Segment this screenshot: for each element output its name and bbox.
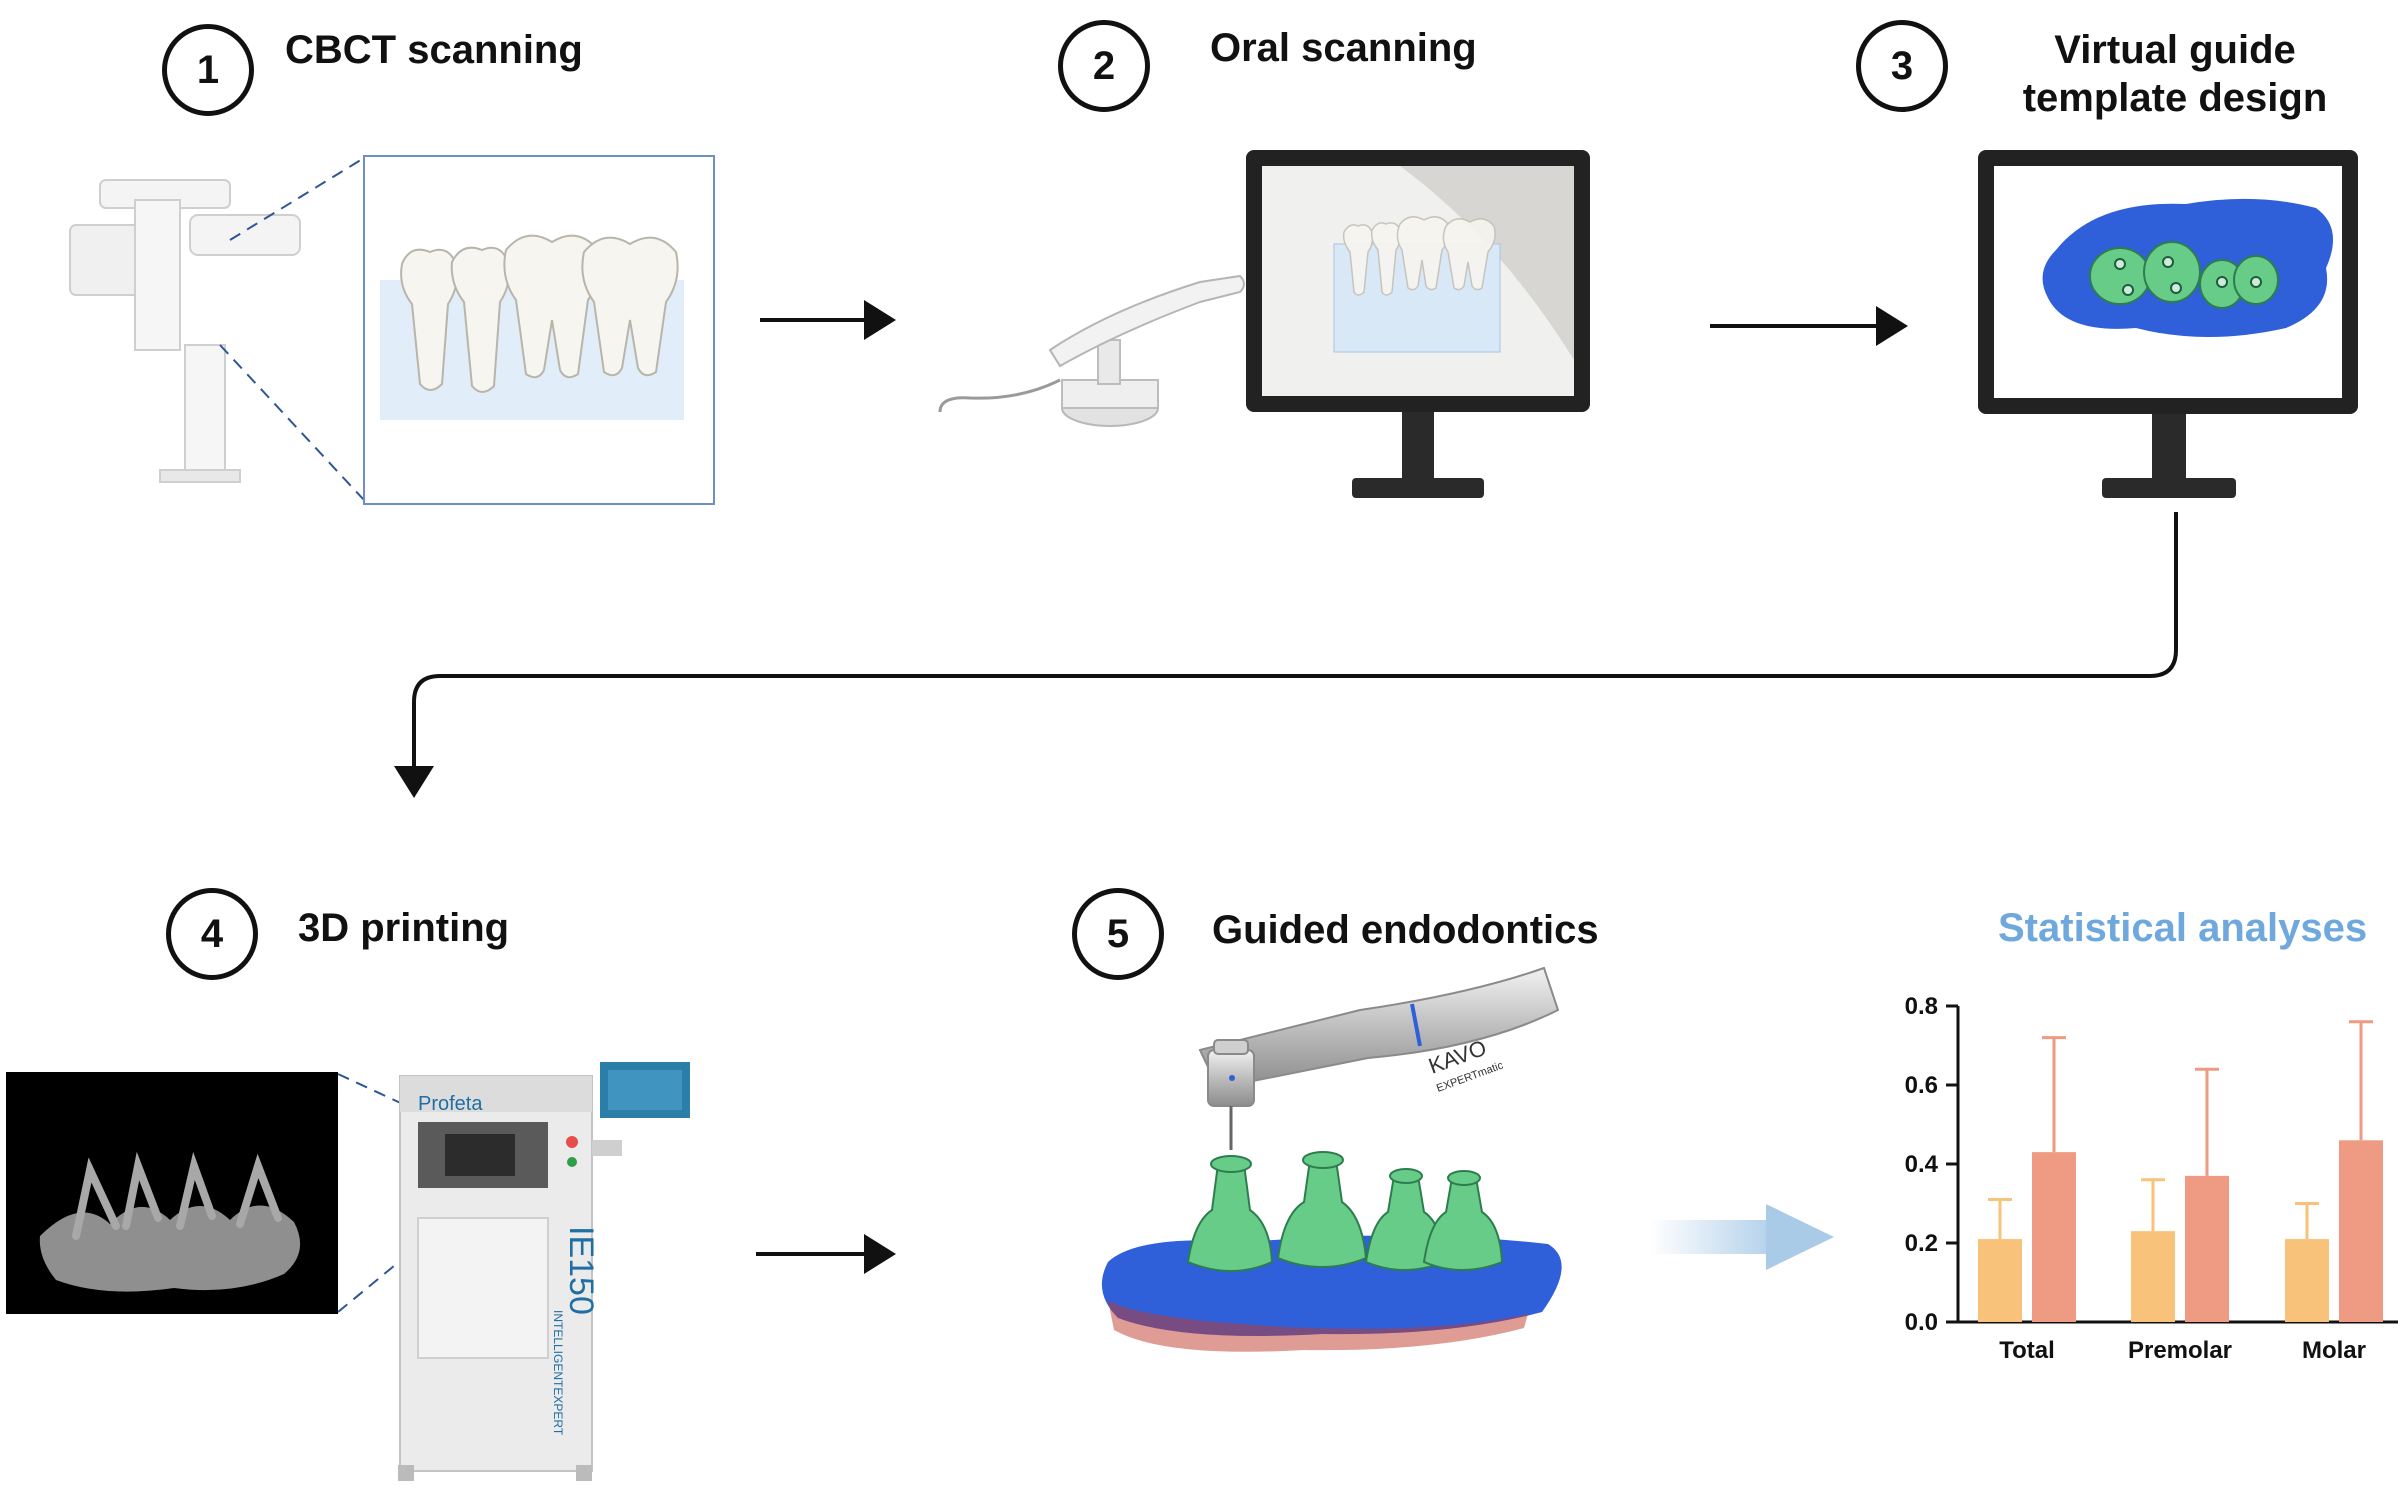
x-category-label: Molar: [2302, 1337, 2366, 1364]
step-5-number: 5: [1072, 888, 1164, 980]
step-2-title: Oral scanning: [1210, 26, 1477, 70]
step-4-number: 4: [166, 888, 258, 980]
step-2-number: 2: [1058, 20, 1150, 112]
bar: [1978, 1239, 2022, 1322]
chart-title: Statistical analyses: [1998, 906, 2368, 950]
bar: [2131, 1231, 2175, 1322]
intraoral-scanner: [938, 274, 1245, 427]
3d-printer: [398, 1062, 690, 1481]
teeth-zoom-panel: [363, 155, 715, 505]
handpiece: [1198, 966, 1560, 1150]
printer-side-text: INTELLIGENTEXPERT: [551, 1310, 565, 1436]
step-3-title: Virtual guide template design: [2022, 28, 2328, 120]
bar: [2185, 1175, 2229, 1322]
y-tick-label: 0.2: [1905, 1230, 1938, 1257]
stats-chart: 0.0 0.2 0.4 0.6 0.8 Total Premolar Molar: [1905, 993, 2398, 1364]
printer-model: IE150: [562, 1226, 600, 1315]
y-tick-label: 0.8: [1905, 993, 1938, 1020]
step-1-title: CBCT scanning: [285, 28, 583, 72]
y-tick-label: 0.0: [1905, 1309, 1938, 1336]
printed-guide-photo: [6, 1072, 338, 1314]
bar: [2032, 1152, 2076, 1322]
bar: [2285, 1239, 2329, 1322]
step-3-number: 3: [1856, 20, 1948, 112]
y-tick-label: 0.6: [1905, 1072, 1938, 1099]
step-4-title: 3D printing: [298, 906, 510, 950]
bar: [2339, 1140, 2383, 1322]
printer-brand: Profeta: [418, 1093, 483, 1115]
cbct-machine: [69, 179, 301, 483]
guided-endodontics-model: [1101, 1151, 1562, 1352]
light-arrow: [1650, 1204, 1834, 1270]
monitor-oral-scan: [1246, 150, 1590, 498]
monitor-guide-design: [1978, 150, 2358, 498]
x-category-label: Total: [1999, 1337, 2055, 1364]
step-5-title: Guided endodontics: [1212, 908, 1599, 952]
step-1-number: 1: [162, 24, 254, 116]
y-tick-label: 0.4: [1905, 1151, 1939, 1178]
x-category-label: Premolar: [2128, 1337, 2232, 1364]
